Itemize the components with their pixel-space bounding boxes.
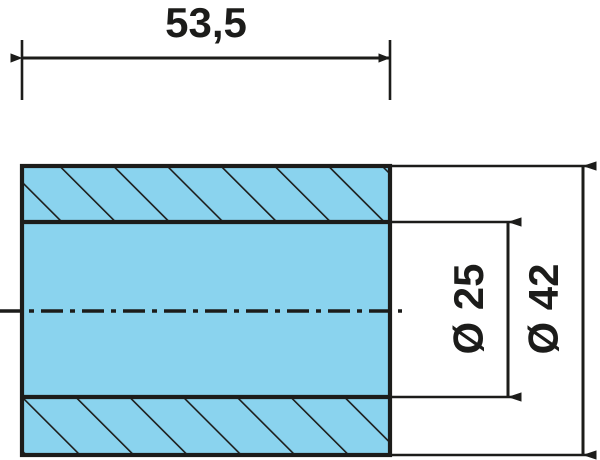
dimension-label-length: 53,5 [165, 0, 247, 46]
lower-wall-hatched [22, 397, 390, 455]
dimension-outer-diameter: Ø 42 [390, 161, 597, 460]
dimension-label-bore: Ø 25 [445, 263, 492, 354]
dimension-bore-diameter: Ø 25 [390, 217, 522, 402]
upper-wall-hatched [22, 166, 390, 222]
dimension-length: 53,5 [10, 0, 392, 100]
dimension-label-outer: Ø 42 [520, 263, 567, 354]
